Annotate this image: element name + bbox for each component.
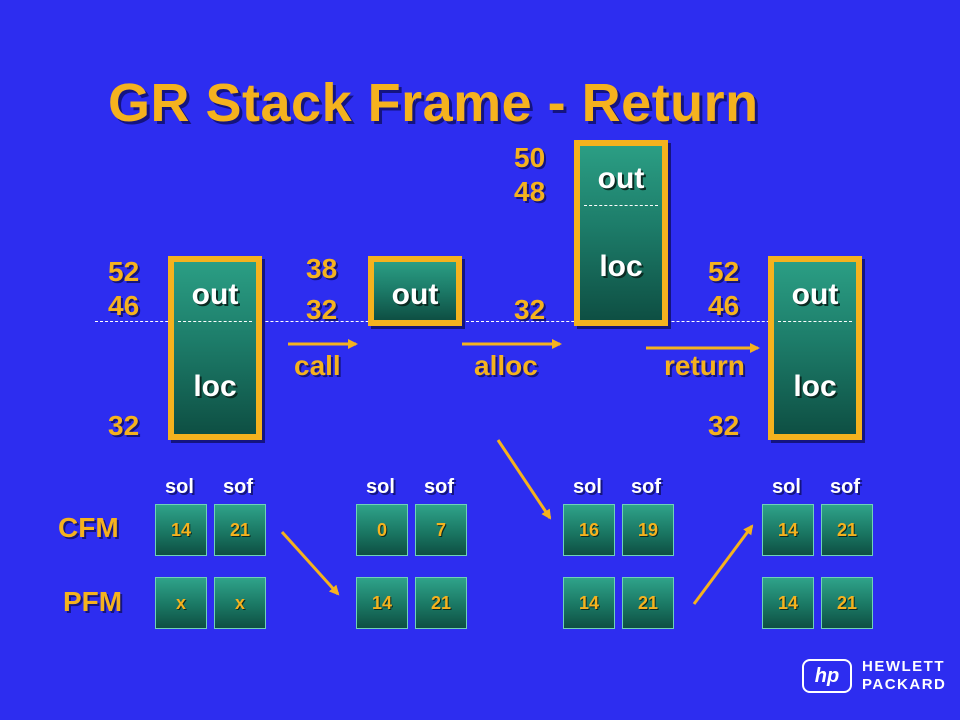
frame1-loc-label: loc bbox=[193, 370, 237, 403]
frame4-divider bbox=[778, 321, 852, 322]
frame3-top-label: 50 bbox=[514, 142, 546, 173]
group2-pfm-sol: 14 bbox=[356, 577, 408, 629]
frame4-mid-label: 46 bbox=[708, 290, 740, 321]
frame1-divider bbox=[178, 321, 252, 322]
group2-pfm-sof: 21 bbox=[415, 577, 467, 629]
alloc-label: alloc bbox=[474, 350, 538, 381]
diagonal-arrow-3 bbox=[692, 524, 754, 605]
pfm-label: PFM bbox=[63, 586, 123, 617]
hp-logo-icon: hp bbox=[802, 659, 852, 693]
frame3-loc-label: loc bbox=[599, 250, 643, 283]
logo-line2: PACKARD bbox=[862, 676, 947, 693]
frame1-mid-label: 46 bbox=[108, 290, 140, 321]
frame4-bottom-label: 32 bbox=[708, 410, 740, 441]
group1-sof-header: sof bbox=[223, 476, 253, 498]
frame2-out-label: out bbox=[391, 278, 439, 311]
group4-cfm-sol: 14 bbox=[762, 504, 814, 556]
group4-sof-header: sof bbox=[830, 476, 860, 498]
return-label: return bbox=[664, 350, 745, 381]
diagonal-arrow-2 bbox=[496, 439, 552, 520]
frame4-stack-box: out loc bbox=[768, 256, 862, 440]
frame2-top-label: 38 bbox=[306, 253, 338, 284]
group2-sol-header: sol bbox=[366, 476, 395, 498]
diagonal-arrow-1 bbox=[280, 530, 340, 596]
group4-sol-header: sol bbox=[772, 476, 801, 498]
group1-sol-header: sol bbox=[165, 476, 194, 498]
frame1-out-label: out bbox=[191, 278, 239, 311]
cfm-label: CFM bbox=[58, 512, 119, 543]
group1-pfm-sof: x bbox=[214, 577, 266, 629]
frame4-out-label: out bbox=[791, 278, 839, 311]
group2-cfm-sol: 0 bbox=[356, 504, 408, 556]
group3-sol-header: sol bbox=[573, 476, 602, 498]
frame2-mid-label: 32 bbox=[306, 294, 338, 325]
frame1-top-label: 52 bbox=[108, 256, 140, 287]
frame1-bottom-label: 32 bbox=[108, 410, 140, 441]
frame3-divider bbox=[584, 205, 658, 206]
frame4-loc-label: loc bbox=[793, 370, 837, 403]
frame3-out-label: out bbox=[597, 162, 645, 195]
group2-sof-header: sof bbox=[424, 476, 454, 498]
call-label: call bbox=[294, 350, 341, 381]
group4-pfm-sof: 21 bbox=[821, 577, 873, 629]
group3-cfm-sol: 16 bbox=[563, 504, 615, 556]
group3-pfm-sof: 21 bbox=[622, 577, 674, 629]
logo-line1: HEWLETT bbox=[862, 658, 945, 675]
group4-cfm-sof: 21 bbox=[821, 504, 873, 556]
group2-cfm-sof: 7 bbox=[415, 504, 467, 556]
frame3-mid-label: 48 bbox=[514, 176, 546, 207]
frame1-stack-box: out loc bbox=[168, 256, 262, 440]
frame2-stack-box: out bbox=[368, 256, 462, 326]
frame3-stack-box: out loc bbox=[574, 140, 668, 326]
page-title: GR Stack Frame - Return bbox=[108, 73, 759, 133]
frame4-top-label: 52 bbox=[708, 256, 740, 287]
group3-cfm-sof: 19 bbox=[622, 504, 674, 556]
group1-pfm-sol: x bbox=[155, 577, 207, 629]
group3-pfm-sol: 14 bbox=[563, 577, 615, 629]
frame3-bottom-label: 32 bbox=[514, 294, 546, 325]
group4-pfm-sol: 14 bbox=[762, 577, 814, 629]
group3-sof-header: sof bbox=[631, 476, 661, 498]
group1-cfm-sof: 21 bbox=[214, 504, 266, 556]
baseline-dashed-line bbox=[95, 321, 865, 322]
group1-cfm-sol: 14 bbox=[155, 504, 207, 556]
